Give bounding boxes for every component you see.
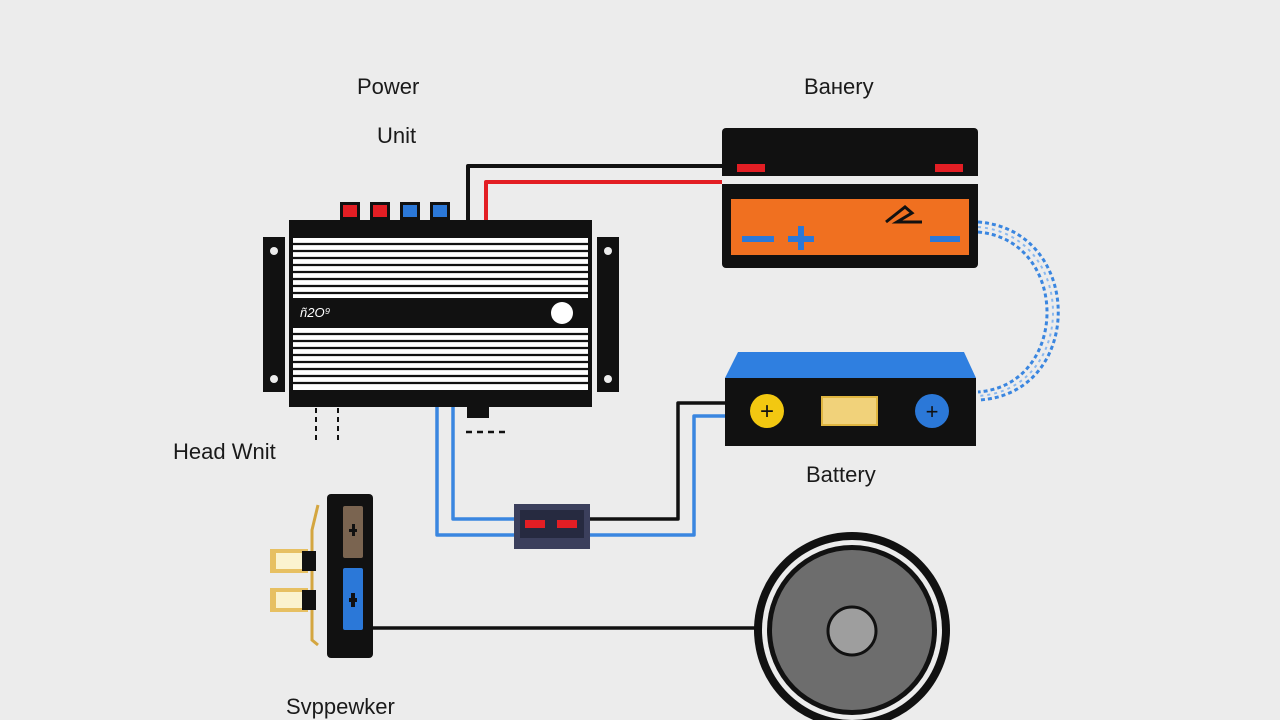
battery-blue-terminal-icon	[915, 394, 949, 428]
battery-top-red-terminal-right	[935, 164, 963, 172]
amp-power-led	[551, 302, 573, 324]
wires	[315, 164, 1060, 630]
battery-indicator	[821, 396, 878, 426]
power-unit-label-line1: Power	[357, 74, 420, 99]
subwoofer-label: Svppewker	[286, 694, 395, 719]
subwoofer-dust-cap	[826, 605, 878, 657]
amp-model-text: ñ2O⁹	[300, 305, 331, 320]
ground-wire-amp-to-battery	[466, 164, 723, 222]
signal-wire-outer	[435, 406, 725, 537]
battery-top	[722, 128, 978, 268]
amplifier	[263, 202, 619, 418]
dotted-lead-left	[315, 408, 339, 440]
braided-cable-mid	[977, 226, 1054, 397]
battery-top-red-terminal-left	[737, 164, 765, 172]
power-unit-label-line2: Unit	[377, 123, 417, 148]
head-unit	[270, 494, 373, 658]
head-unit-label: Head Wnit	[173, 439, 276, 464]
amp-terminals	[340, 202, 450, 220]
amp-bracket-left	[263, 237, 285, 392]
braided-cable-outer	[977, 220, 1060, 402]
battery-bottom-label: Battery	[806, 462, 876, 487]
signal-wire-inner	[451, 406, 514, 521]
battery-top-orange-panel	[731, 199, 969, 255]
battery-positive-terminal-icon	[750, 394, 784, 428]
braided-cable-inner	[977, 230, 1049, 394]
amp-bracket-right	[597, 237, 619, 392]
subwoofer	[754, 532, 950, 720]
ground-wire-fuse-to-battery	[590, 401, 725, 521]
battery-top-label: Baнery	[804, 74, 874, 99]
svg-text:+: +	[926, 399, 939, 424]
power-wire-amp-to-battery	[484, 180, 723, 222]
amp-heatsink-fins	[293, 242, 588, 385]
battery-lower: + +	[725, 352, 976, 446]
inline-fuse	[514, 504, 590, 549]
svg-text:+: +	[760, 398, 774, 425]
amp-bottom-connector	[467, 406, 489, 418]
